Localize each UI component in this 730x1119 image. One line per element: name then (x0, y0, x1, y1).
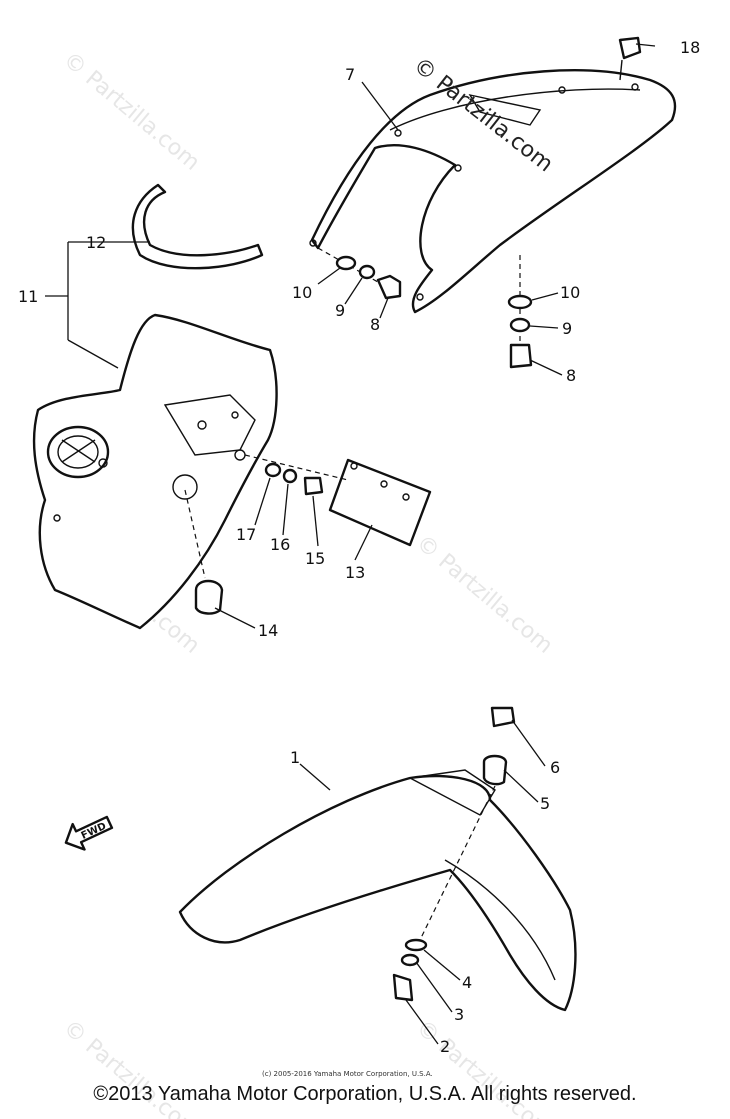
part-18-stud (618, 36, 642, 81)
label-part-9-left: 9 (335, 301, 345, 320)
footer-copyright: ©2013 Yamaha Motor Corporation, U.S.A. A… (93, 1083, 637, 1105)
label-part-11: 11 (18, 287, 38, 306)
label-part-10-left: 10 (292, 283, 312, 302)
label-part-14: 14 (258, 621, 278, 640)
label-part-15: 15 (305, 549, 325, 568)
label-part-16: 16 (270, 535, 290, 554)
label-part-5: 5 (540, 794, 550, 813)
label-part-7: 7 (345, 65, 355, 84)
label-part-4: 4 (462, 973, 472, 992)
label-part-10-right: 10 (560, 283, 580, 302)
label-part-8-left: 8 (370, 315, 380, 334)
headlight-housing (32, 313, 278, 630)
small-copyright: (c) 2005-2016 Yamaha Motor Corporation, … (262, 1070, 433, 1078)
rear-right-hardware (507, 255, 533, 369)
front-bottom-hardware (392, 938, 428, 1002)
rear-fender (309, 69, 677, 314)
label-part-8-right: 8 (566, 366, 576, 385)
fwd-arrow: FWD (64, 815, 114, 851)
label-part-18: 18 (680, 38, 700, 57)
front-fender (178, 769, 577, 1012)
label-part-3: 3 (454, 1005, 464, 1024)
label-part-12: 12 (86, 233, 106, 252)
watermark-faint-1: © Partzilla.com (58, 47, 204, 175)
label-part-9-right: 9 (562, 319, 572, 338)
front-plate-hardware (244, 454, 349, 496)
label-part-13: 13 (345, 563, 365, 582)
part-labels: 7 18 10 9 8 10 9 8 12 11 17 16 15 13 14 … (18, 38, 700, 1056)
label-part-6: 6 (550, 758, 560, 777)
label-part-17: 17 (236, 525, 256, 544)
label-part-2: 2 (440, 1037, 450, 1056)
watermark-faint-3: © Partzilla.com (411, 530, 557, 658)
part-13-plate (328, 458, 432, 547)
label-part-1: 1 (290, 748, 300, 767)
rear-left-hardware (317, 247, 402, 300)
part-12-band (131, 183, 264, 270)
front-top-hardware (419, 706, 516, 941)
leader-lines (45, 43, 656, 1045)
